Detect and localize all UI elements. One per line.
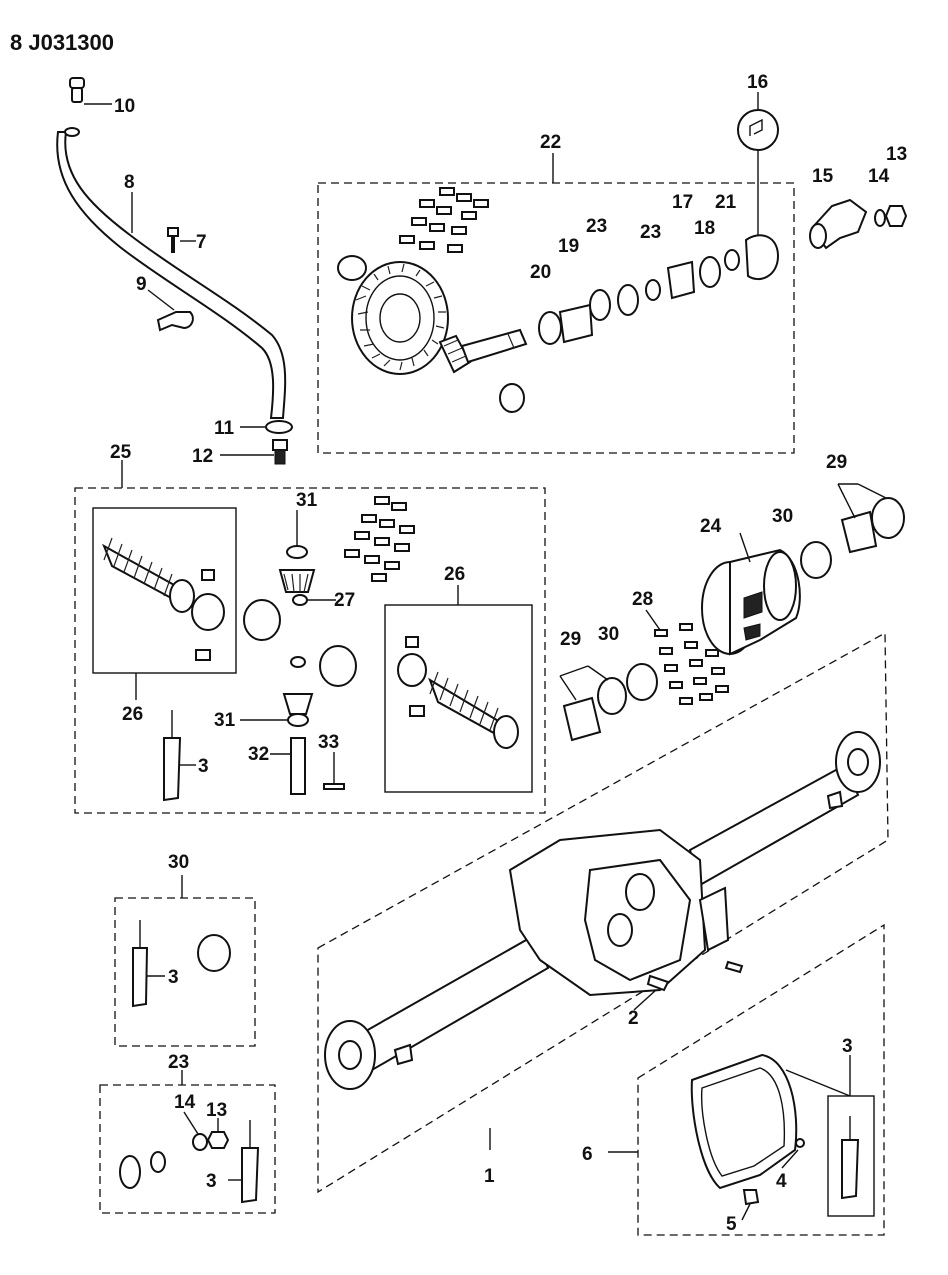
bearing-cup-19: [558, 303, 594, 344]
callout-labels: 10 8 7 9 11 12 22 16 13 14 15 17 21 18 2…: [110, 72, 907, 1235]
washer-14: [874, 209, 886, 227]
label-18: 18: [694, 218, 715, 239]
bearing-18: [699, 256, 721, 288]
shim-23: [589, 289, 611, 321]
differential-gears: [240, 510, 357, 795]
label-13-top: 13: [886, 144, 907, 165]
label-2: 2: [628, 1008, 639, 1029]
label-22: 22: [540, 132, 561, 153]
nut-13: [884, 205, 908, 227]
label-25: 25: [110, 442, 132, 463]
label-12: 12: [192, 446, 213, 467]
sealant-tube: [163, 737, 182, 802]
label-20: 20: [530, 262, 551, 283]
label-27: 27: [334, 590, 355, 611]
label-30-top: 30: [772, 506, 793, 527]
label-4: 4: [776, 1171, 787, 1192]
cross-shaft-32: [290, 737, 306, 795]
label-5: 5: [726, 1214, 737, 1235]
vent-hose-group: [56, 77, 293, 465]
label-3-kit30: 3: [168, 967, 179, 988]
seal-installer-16: [737, 109, 779, 151]
shim-30-mid: [626, 663, 658, 701]
label-1: 1: [484, 1166, 495, 1187]
pinion-bearing-20: [538, 311, 562, 345]
label-17: 17: [672, 192, 693, 213]
bearing-29-mid: [559, 665, 627, 742]
label-15: 15: [812, 166, 834, 187]
label-8: 8: [124, 172, 135, 193]
differential-case-24: [701, 532, 801, 656]
label-28: 28: [632, 589, 653, 610]
label-26-left: 26: [122, 704, 143, 725]
label-32: 32: [248, 744, 269, 765]
box-1-axle-housing: [317, 631, 889, 1194]
box-25-differential: [74, 487, 546, 814]
label-30-kit: 30: [168, 852, 189, 873]
pinion-seal: [744, 234, 780, 281]
label-23-b: 23: [640, 222, 661, 243]
label-29-mid: 29: [560, 629, 581, 650]
label-23-kit: 23: [168, 1052, 189, 1073]
clutch-pack-left: [102, 537, 225, 661]
ring-gear: [351, 261, 449, 375]
label-31-top: 31: [296, 490, 318, 511]
label-11: 11: [214, 418, 235, 439]
label-29-top: 29: [826, 452, 847, 473]
label-3-kit23: 3: [206, 1171, 217, 1192]
bearing-cup-17: [666, 260, 696, 300]
label-9: 9: [136, 274, 147, 295]
diagram-reference: 8 J031300: [10, 30, 114, 55]
label-3-cover: 3: [842, 1036, 853, 1057]
label-3-diff: 3: [198, 756, 209, 777]
box-22-ring-pinion: [317, 182, 795, 454]
pin-33: [323, 783, 345, 790]
label-23-a: 23: [586, 216, 607, 237]
clutch-pack-right: [397, 636, 519, 749]
box-23-shim-kit: [99, 1084, 276, 1214]
label-24: 24: [700, 516, 722, 537]
pinion-shim: [499, 383, 525, 413]
ring-gear-bolts: [399, 187, 489, 253]
ring-bolts-28: [645, 609, 729, 705]
shim-30-top: [800, 541, 832, 579]
label-7: 7: [196, 232, 207, 253]
label-6: 6: [582, 1144, 593, 1165]
label-14-kit: 14: [174, 1092, 196, 1113]
differential-cover: [690, 1053, 805, 1206]
box-30-shim-kit: [114, 897, 256, 1047]
bearing-29-top: [837, 483, 905, 554]
box-26-clutch-left: [92, 507, 237, 674]
label-31-bottom: 31: [214, 710, 236, 731]
box-3-sealant: [827, 1095, 875, 1217]
diff-case-bolts: [344, 496, 415, 582]
spacer: [617, 284, 639, 316]
axle-housing: [324, 731, 881, 1090]
label-19: 19: [558, 236, 579, 257]
label-13-kit: 13: [206, 1100, 227, 1121]
label-26-right: 26: [444, 564, 465, 585]
pinion-gear: [438, 328, 528, 374]
label-33: 33: [318, 732, 339, 753]
box-6-cover: [637, 923, 885, 1236]
label-16: 16: [747, 72, 768, 93]
label-21: 21: [715, 192, 737, 213]
label-14-top: 14: [868, 166, 890, 187]
shim-23b: [645, 279, 661, 301]
label-10: 10: [114, 96, 135, 117]
washer-21: [724, 249, 740, 271]
shim: [337, 255, 367, 281]
label-30-mid: 30: [598, 624, 619, 645]
